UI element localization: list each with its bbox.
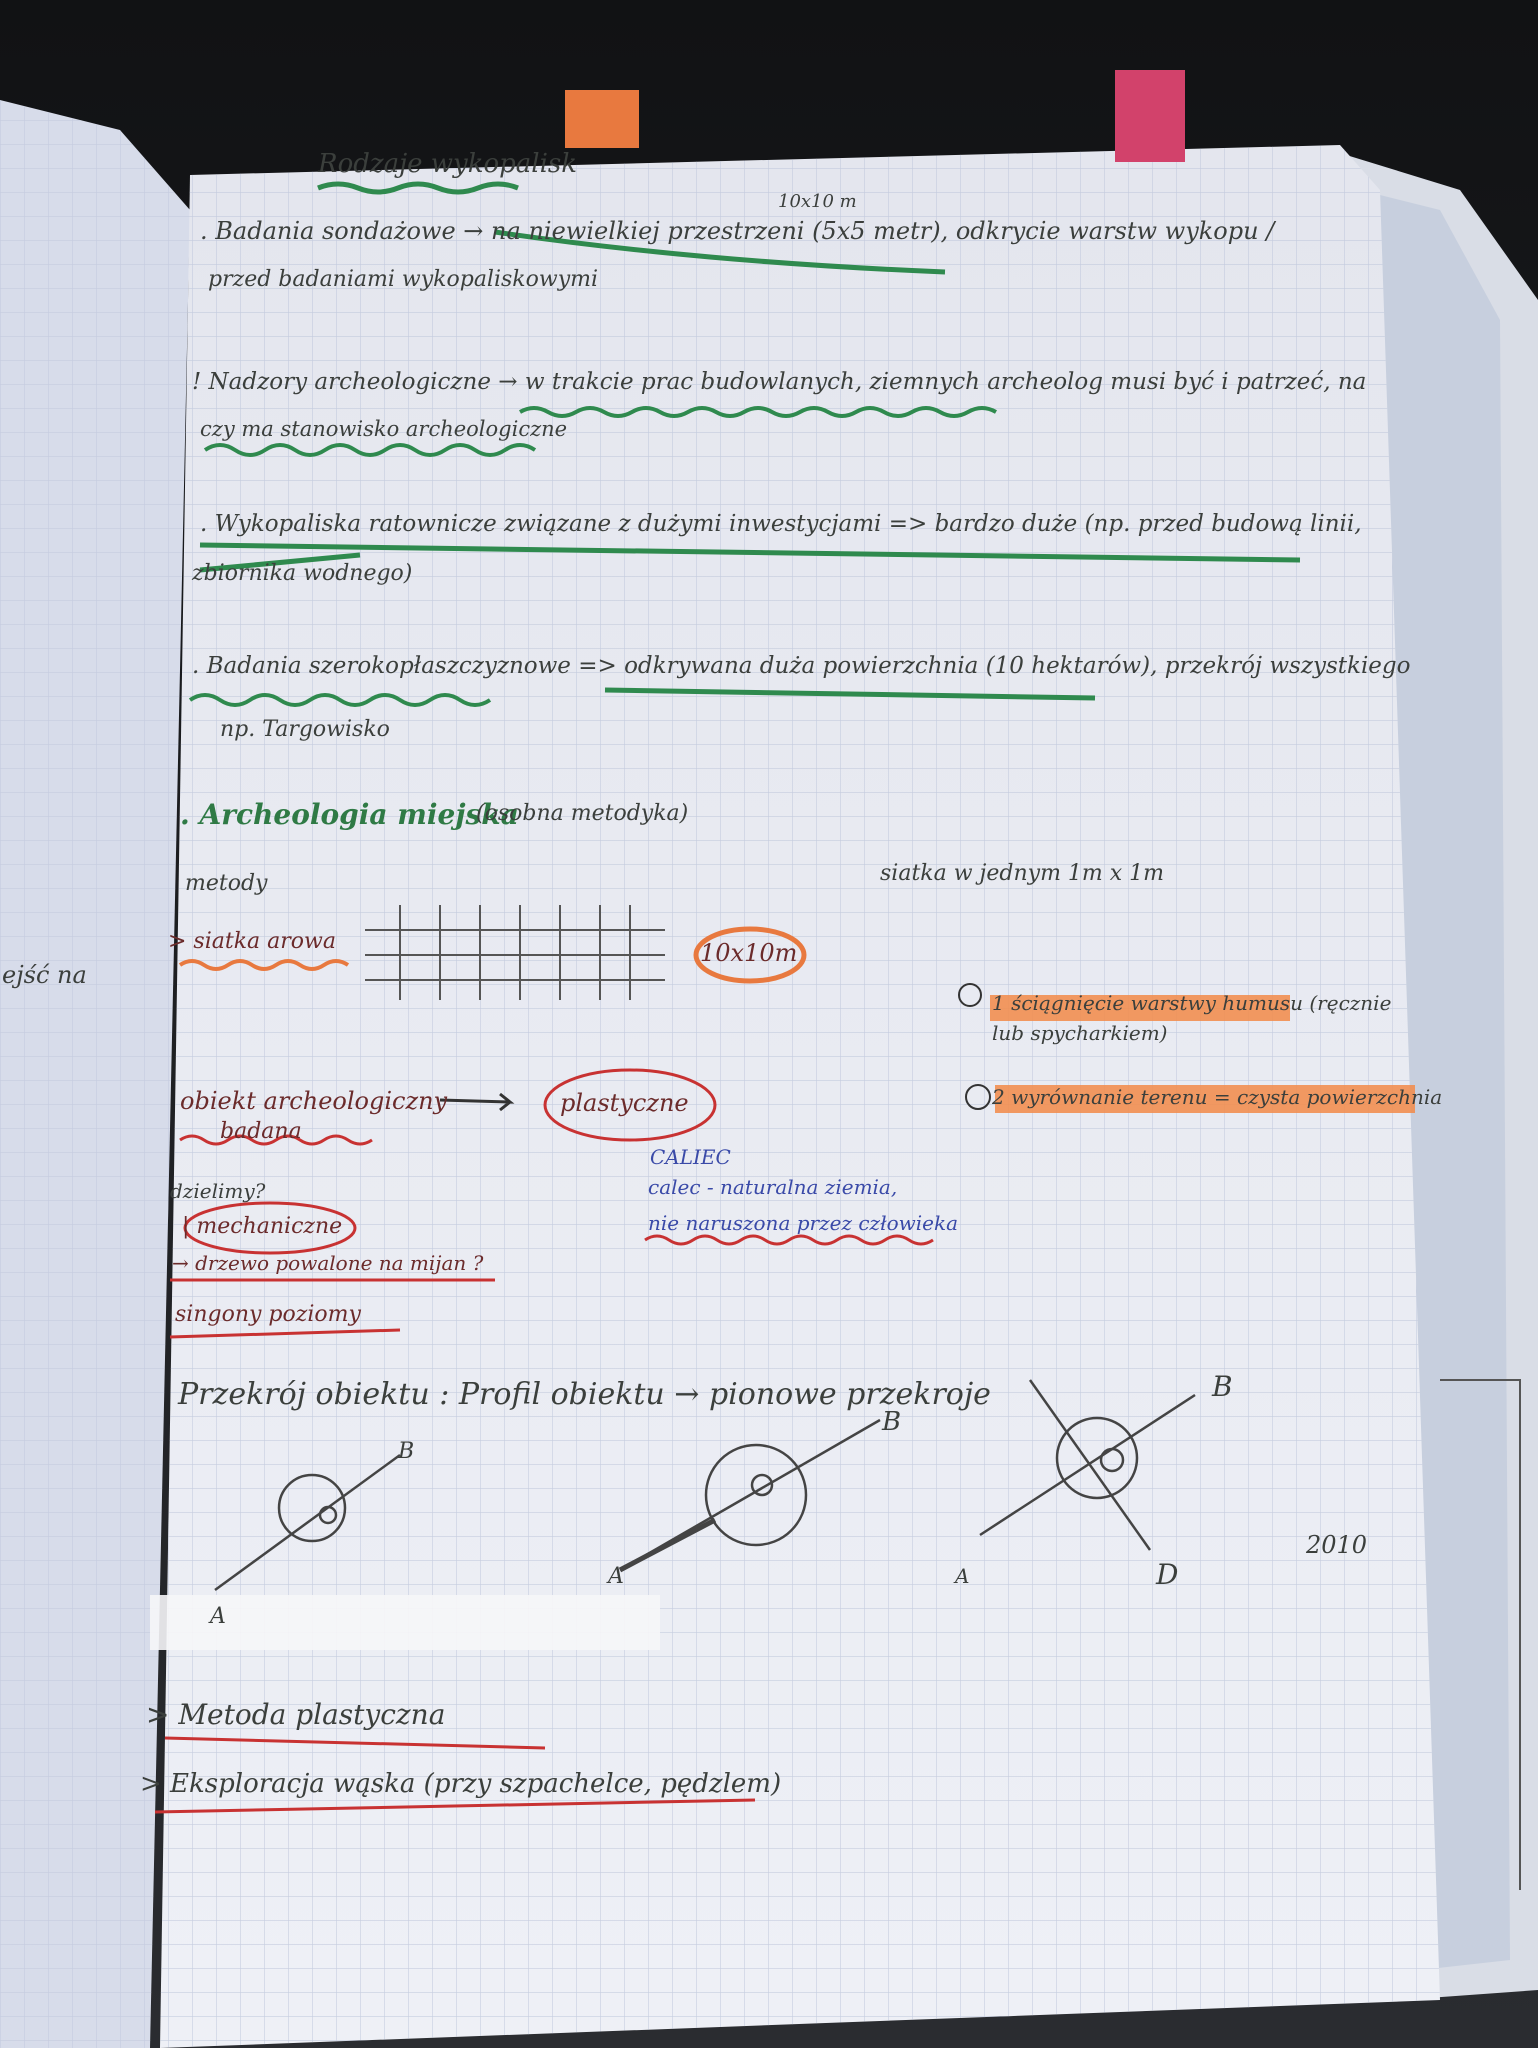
label-a-3: A: [955, 1564, 970, 1588]
line-6: zbiornika wodnego): [192, 561, 413, 586]
eksploracja-line: > Eksploracja wąska (przy szpachelce, pę…: [140, 1769, 782, 1799]
step-1b: lub spycharkiem): [992, 1021, 1168, 1045]
pink-sticky-tab: [1115, 70, 1185, 162]
size-label: 10x10m: [700, 939, 798, 967]
excavation-grid-sketch: [365, 905, 665, 1000]
line-7: . Badania szerokopłaszczyznowe => odkryw…: [192, 653, 1411, 679]
caliec-title: CALIEC: [650, 1145, 731, 1169]
number-label: 2010: [1306, 1531, 1368, 1559]
obiekt-label: obiekt archeologiczny: [180, 1087, 448, 1115]
dzielimy-label: dzielimy?: [170, 1179, 266, 1203]
caliec-line-1: calec - naturalna ziemia,: [648, 1175, 898, 1199]
section-title: . Archeologia miejska: [180, 798, 519, 831]
line-2: przed badaniami wykopaliskowymi: [208, 267, 599, 292]
siatka-arowa: > siatka arowa: [168, 929, 336, 954]
sing-label: singony poziomy: [175, 1302, 361, 1327]
badana-label: badana: [220, 1119, 302, 1144]
line-5: . Wykopaliska ratownicze związane z duży…: [200, 511, 1362, 537]
line-3: ! Nadzory archeologiczne → w trakcie pra…: [192, 369, 1367, 395]
line-8: np. Targowisko: [220, 717, 390, 742]
section-note: (osobna metodyka): [476, 801, 689, 826]
grid-note: siatka w jednym 1m x 1m: [880, 861, 1165, 886]
metody-label: metody: [185, 871, 268, 896]
label-a-2: A: [608, 1564, 624, 1589]
orange-sticky-tab: [565, 90, 639, 148]
metoda-line: > Metoda plastyczna: [146, 1698, 446, 1731]
przekroj-line: Przekrój obiektu : Profil obiektu → pion…: [178, 1377, 991, 1412]
label-b-3: B: [1212, 1370, 1233, 1403]
section-sketches: [214, 1379, 1196, 1592]
caliec-line-2: nie naruszona przez człowieka: [648, 1211, 959, 1235]
step-1: 1 ściągnięcie warstwy humusu (ręcznie: [992, 991, 1392, 1015]
label-b-1: B: [398, 1439, 415, 1464]
line-4: czy ma stanowisko archeologiczne: [200, 417, 568, 441]
label-d-3: D: [1156, 1558, 1179, 1591]
left-page-text: ejść na: [2, 961, 87, 989]
drzewo-label: → drzewo powalone na mijan ?: [172, 1251, 484, 1275]
blurred-area: [150, 1595, 660, 1650]
label-a-1: A: [210, 1604, 226, 1629]
label-b-2: B: [882, 1407, 902, 1437]
plastyczne-label: plastyczne: [560, 1089, 689, 1117]
line-1: . Badania sondażowe → na niewielkiej prz…: [200, 217, 1275, 245]
size-note: 10x10 m: [778, 191, 857, 212]
page-title: Rodzaje wykopalisk: [318, 149, 578, 179]
mechaniczne-label: | mechaniczne: [182, 1214, 343, 1239]
step-2: 2 wyrównanie terenu = czysta powierzchni…: [992, 1085, 1443, 1109]
